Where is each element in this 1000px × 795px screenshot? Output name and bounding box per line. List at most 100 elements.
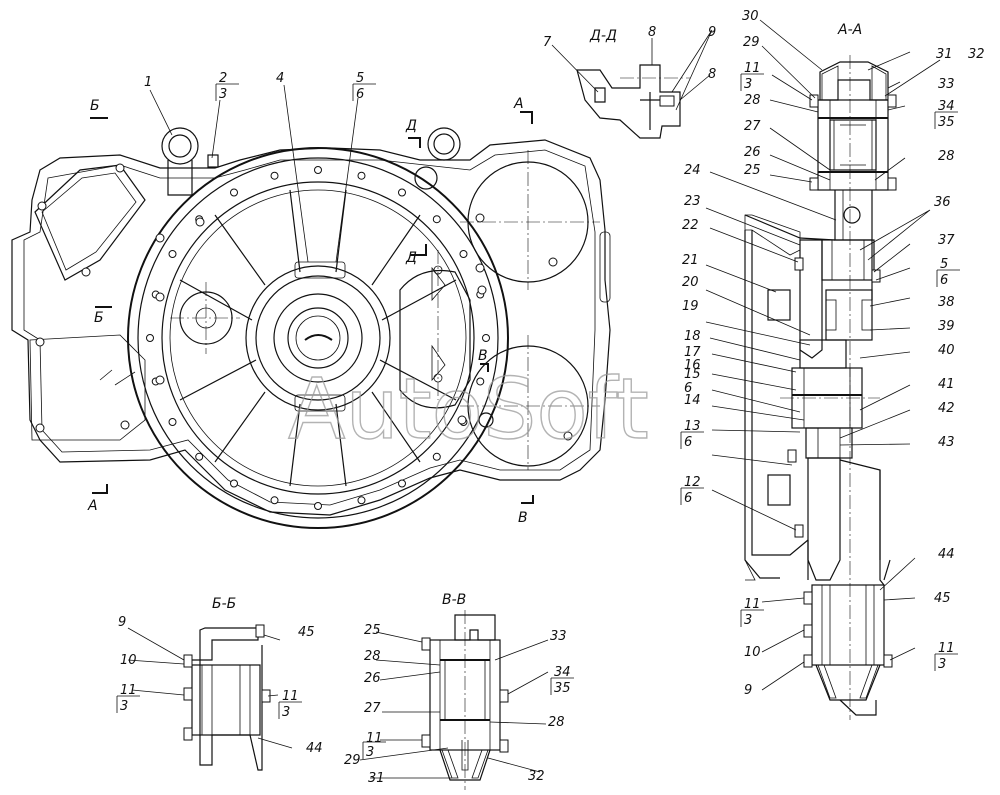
section-title-tDD: Д-Д bbox=[589, 28, 617, 44]
callout-c2q: 3 bbox=[219, 87, 227, 102]
callout-c19: 19 bbox=[682, 299, 699, 314]
callout-c11aq: 3 bbox=[744, 77, 752, 92]
ring-bolt bbox=[432, 215, 441, 224]
callout-c4: 4 bbox=[276, 71, 284, 86]
callout-c5q: 6 bbox=[356, 87, 364, 102]
callout-bb44: 44 bbox=[306, 741, 323, 756]
section-mark-sD2: Д bbox=[405, 250, 417, 266]
callout-c20: 20 bbox=[682, 275, 699, 290]
callout-vv32: 32 bbox=[528, 769, 545, 784]
ring-bolt bbox=[476, 377, 485, 386]
callout-box-c11cq bbox=[934, 653, 958, 671]
callout-c22: 22 bbox=[682, 218, 699, 233]
section-mark-sV2: В bbox=[518, 510, 528, 526]
callout-c25: 25 bbox=[744, 163, 761, 178]
ring-bolt bbox=[482, 334, 490, 342]
callout-vv27: 27 bbox=[364, 701, 381, 716]
callout-vv34: 34 bbox=[554, 665, 571, 680]
section-mark-sB2: Б bbox=[94, 310, 104, 326]
callout-box-c5q bbox=[352, 83, 376, 101]
callout-c21: 21 bbox=[682, 253, 699, 268]
callout-c8a: 8 bbox=[648, 25, 656, 40]
callout-c14: 14 bbox=[684, 393, 701, 408]
callout-box-bb11rq bbox=[278, 701, 302, 719]
ring-bolt bbox=[357, 171, 366, 180]
callout-bb11q: 3 bbox=[120, 699, 128, 714]
callout-c23: 23 bbox=[684, 194, 701, 209]
callout-c11cq: 3 bbox=[938, 657, 946, 672]
callout-vv35: 35 bbox=[554, 681, 571, 696]
ring-bolt bbox=[314, 166, 322, 174]
callout-vv25: 25 bbox=[364, 623, 381, 638]
callout-vv11: 11 bbox=[366, 731, 383, 746]
callout-vv29: 29 bbox=[344, 753, 361, 768]
callout-c30: 30 bbox=[742, 9, 759, 24]
callout-c12: 12 bbox=[684, 475, 701, 490]
callout-c11b: 11 bbox=[744, 597, 761, 612]
ring-bolt bbox=[398, 479, 406, 488]
callout-c45: 45 bbox=[934, 591, 951, 606]
ring-bolt bbox=[357, 496, 366, 505]
callout-c13q: 6 bbox=[684, 435, 692, 450]
callout-box-c12q bbox=[680, 487, 704, 505]
callout-c8b: 8 bbox=[708, 67, 716, 82]
callout-c38: 38 bbox=[938, 295, 955, 310]
leader-lines bbox=[127, 19, 941, 779]
callout-c32: 32 bbox=[968, 47, 985, 62]
ring-bolt bbox=[230, 479, 238, 488]
ring-bolt bbox=[270, 171, 279, 180]
ring-bolt bbox=[314, 502, 322, 510]
callout-c44: 44 bbox=[938, 547, 955, 562]
callout-bb9: 9 bbox=[118, 615, 126, 630]
callout-vv26: 26 bbox=[364, 671, 381, 686]
callout-c5bq: 6 bbox=[940, 273, 948, 288]
callout-c9b: 9 bbox=[744, 683, 752, 698]
callout-c9a: 9 bbox=[708, 25, 716, 40]
callout-c31: 31 bbox=[936, 47, 953, 62]
callout-bb11: 11 bbox=[120, 683, 137, 698]
callout-c11a: 11 bbox=[744, 61, 761, 76]
callout-c28b: 28 bbox=[938, 149, 955, 164]
callout-c7: 7 bbox=[543, 35, 552, 50]
callout-c36: 36 bbox=[934, 195, 951, 210]
callout-c5: 5 bbox=[356, 71, 364, 86]
callout-box-c13q bbox=[680, 431, 704, 449]
callout-c2: 2 bbox=[219, 71, 227, 86]
callout-bb11rq: 3 bbox=[282, 705, 290, 720]
ring-bolt bbox=[168, 250, 177, 258]
section-vv bbox=[421, 610, 509, 790]
callout-vv11q: 3 bbox=[366, 745, 374, 760]
section-mark-sB1: Б bbox=[90, 98, 100, 114]
watermark-text: AutoSoft bbox=[288, 360, 649, 458]
callout-box-vv11q bbox=[362, 741, 386, 759]
callout-c15: 15 bbox=[684, 367, 701, 382]
callout-vv31: 31 bbox=[368, 771, 385, 786]
section-title-tBB: Б-Б bbox=[212, 596, 236, 612]
callout-vv33: 33 bbox=[550, 629, 567, 644]
callout-c10: 10 bbox=[744, 645, 761, 660]
callout-c12q: 6 bbox=[684, 491, 692, 506]
callout-c43: 43 bbox=[938, 435, 955, 450]
callout-c42: 42 bbox=[938, 401, 955, 416]
callout-c29: 29 bbox=[743, 35, 760, 50]
callout-vv28: 28 bbox=[364, 649, 381, 664]
ring-bolt bbox=[146, 334, 154, 342]
callout-c17: 17 bbox=[684, 345, 701, 360]
callout-bb11r: 11 bbox=[282, 689, 299, 704]
callout-box-vv35 bbox=[550, 677, 574, 695]
callout-c27: 27 bbox=[744, 119, 761, 134]
ring-bolt bbox=[432, 452, 441, 461]
callout-c39: 39 bbox=[938, 319, 955, 334]
callout-box-c11bq bbox=[740, 609, 764, 627]
callout-box-bb11q bbox=[116, 695, 140, 713]
section-title-tAA: А-А bbox=[837, 22, 862, 38]
callout-c18: 18 bbox=[684, 329, 701, 344]
section-bb bbox=[183, 624, 271, 771]
callout-c37: 37 bbox=[938, 233, 955, 248]
ring-bolt bbox=[230, 188, 238, 197]
callout-c11c: 11 bbox=[938, 641, 955, 656]
callout-c24: 24 bbox=[684, 163, 701, 178]
